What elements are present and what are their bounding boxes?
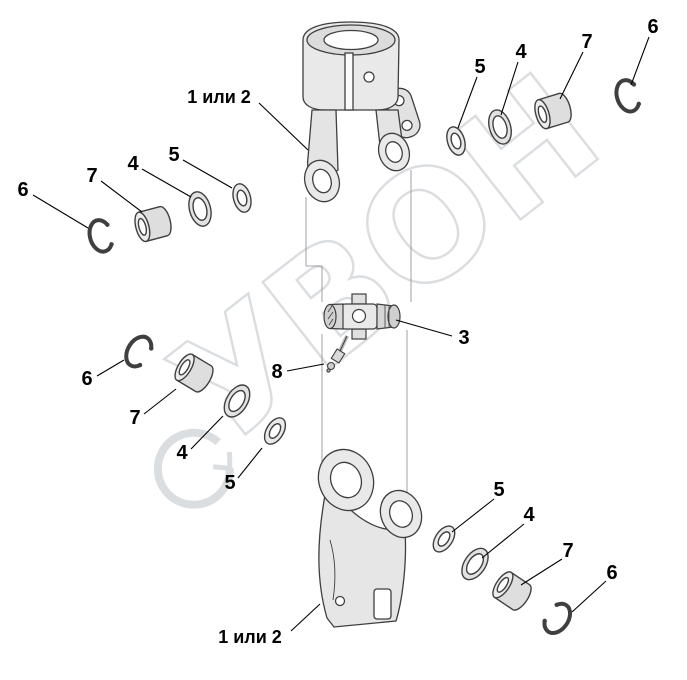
leader-line (286, 363, 325, 372)
label-snap-ring-bottom: 6 (606, 562, 617, 584)
leader-line (32, 194, 89, 229)
leader-lines (32, 36, 650, 632)
ring-part-top-left (184, 188, 216, 230)
leader-line (143, 388, 177, 415)
leader-line (571, 580, 607, 613)
leader-line (520, 558, 563, 586)
label-washer-top-right: 5 (474, 56, 485, 78)
label-washer-top-left: 5 (168, 144, 179, 166)
leader-line (395, 319, 453, 337)
cross-part (323, 293, 401, 340)
bushing-part-bottom (488, 568, 536, 614)
leader-line (457, 76, 478, 129)
leader-line (100, 180, 143, 213)
leader-line (141, 168, 192, 198)
leader-line (630, 36, 650, 86)
grease-fitting-part (326, 335, 349, 373)
watermark-logo (153, 428, 234, 509)
leader-line (258, 102, 309, 151)
label-snap-ring-top-right: 6 (647, 16, 658, 38)
washer-part-top-left (229, 181, 255, 215)
label-ring-middle: 4 (176, 442, 188, 464)
bottom-fork-part (317, 448, 423, 628)
bushing-part-top-left (131, 204, 175, 244)
leader-line (190, 415, 224, 450)
leader-line (559, 51, 584, 100)
label-cross: 3 (458, 327, 469, 349)
label-washer-middle: 5 (224, 472, 235, 494)
snap-ring-part-top-right (610, 75, 646, 117)
label-bushing-middle: 7 (129, 407, 140, 429)
label-ring-top-right: 4 (515, 41, 527, 63)
assembly-axis-lines (305, 170, 412, 498)
snap-ring-part-bottom (536, 596, 578, 640)
top-fork-part (302, 21, 421, 203)
label-washer-bottom: 5 (493, 479, 504, 501)
leader-line (290, 603, 321, 632)
label-snap-ring-top-left: 6 (17, 179, 28, 201)
snap-ring-part-top-left (84, 215, 118, 257)
label-bushing-top-left: 7 (86, 165, 97, 187)
label-ring-bottom: 4 (523, 504, 535, 526)
label-bushing-bottom: 7 (562, 540, 573, 562)
leader-line (451, 498, 495, 533)
washer-part-bottom (428, 521, 460, 557)
leader-line (182, 159, 233, 189)
leader-line (237, 447, 263, 479)
label-ring-top-left: 4 (127, 153, 139, 175)
leader-line (96, 359, 125, 377)
label-grease-fitting: 8 (271, 361, 282, 383)
label-bushing-top-right: 7 (581, 31, 592, 53)
leader-line (500, 61, 519, 116)
label-top-fork: 1 или 2 (187, 87, 251, 107)
leader-line (481, 523, 525, 559)
label-snap-ring-middle: 6 (81, 368, 92, 390)
label-bottom-fork: 1 или 2 (218, 627, 282, 647)
ring-part-bottom (455, 542, 495, 586)
